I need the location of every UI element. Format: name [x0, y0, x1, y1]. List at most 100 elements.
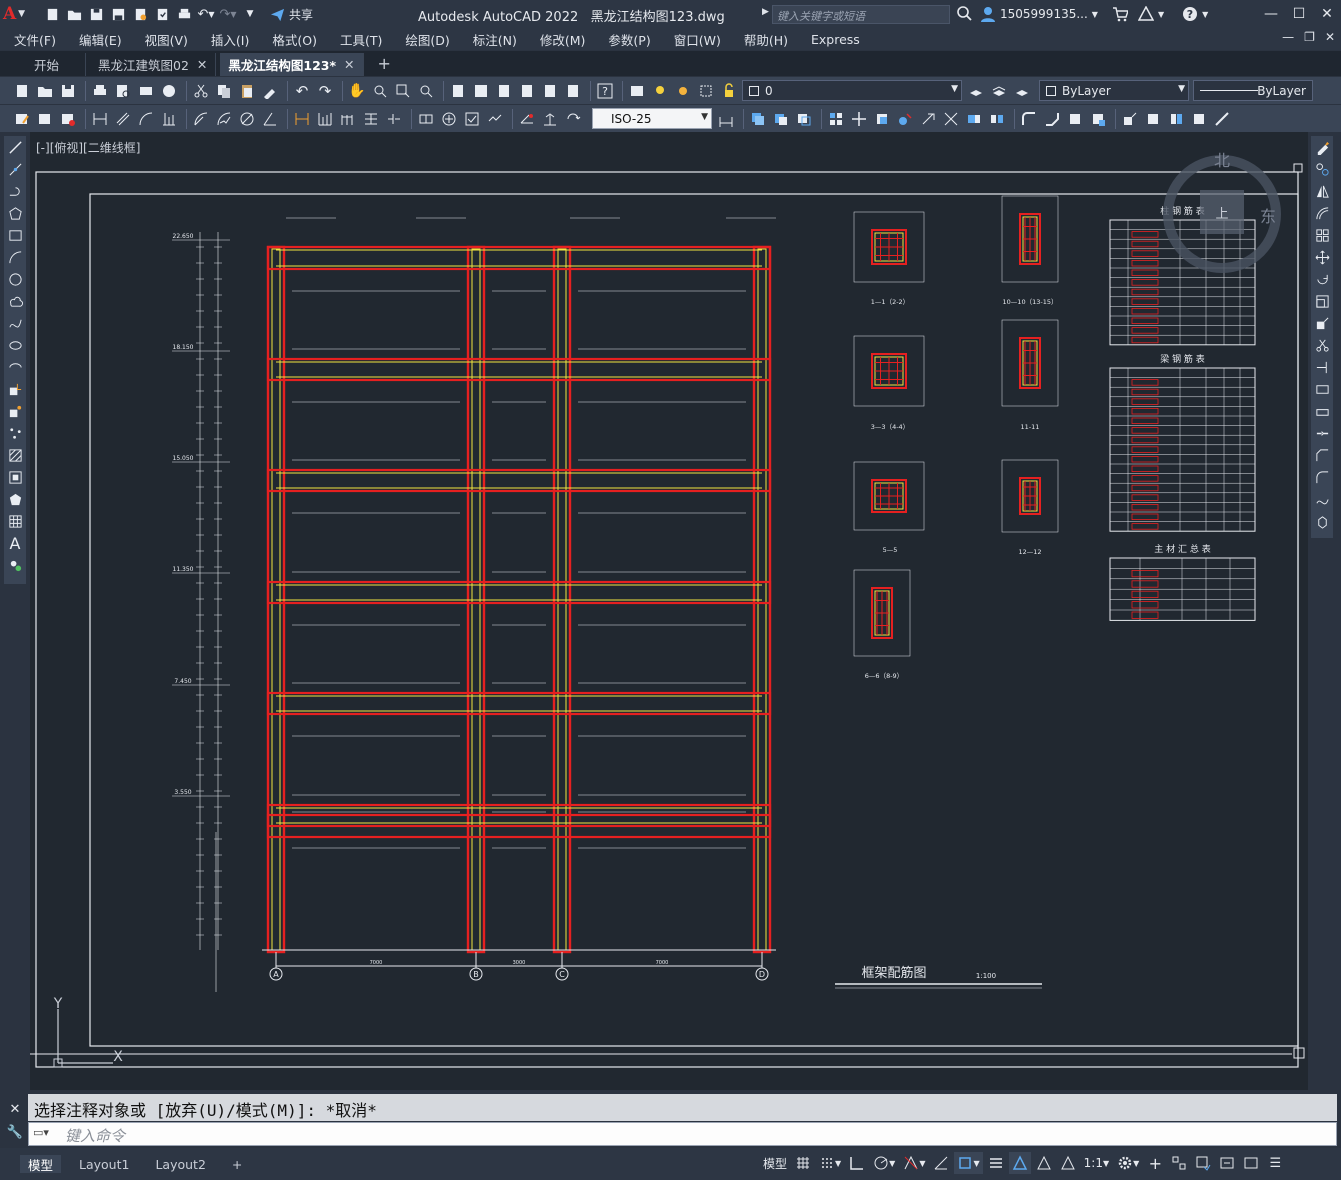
dimension-edit-icon[interactable] — [517, 109, 537, 129]
ellipse-icon[interactable] — [4, 334, 26, 356]
fillet-icon[interactable] — [1065, 109, 1085, 129]
customization-icon[interactable]: ☰ — [1269, 1155, 1282, 1171]
tab-model[interactable]: 模型 — [20, 1155, 62, 1173]
offset-icon[interactable] — [1311, 202, 1333, 224]
annotation-visibility-icon[interactable] — [1008, 1152, 1031, 1174]
aligned-dimension-icon[interactable] — [113, 109, 133, 129]
join-icon[interactable] — [1019, 109, 1039, 129]
edit-array-icon[interactable] — [1212, 109, 1232, 129]
save-to-web-icon[interactable] — [152, 4, 172, 24]
explode-icon[interactable] — [1311, 510, 1333, 532]
menu-view[interactable]: 视图(V) — [144, 32, 188, 48]
construction-line-icon[interactable] — [4, 158, 26, 180]
color-dropdown[interactable]: ByLayer▼ — [1039, 80, 1189, 101]
save-icon[interactable] — [86, 4, 106, 24]
array-icon[interactable] — [1311, 224, 1333, 246]
arc-icon[interactable] — [4, 246, 26, 268]
spline-icon[interactable] — [4, 312, 26, 334]
layer-dropdown[interactable]: 0▼ — [742, 80, 962, 101]
scale-icon[interactable] — [895, 109, 915, 129]
properties-icon[interactable] — [448, 81, 468, 101]
tab-close-icon[interactable]: ✕ — [196, 57, 208, 72]
menu-insert[interactable]: 插入(I) — [210, 32, 250, 48]
copy-icon[interactable] — [214, 81, 234, 101]
clean-screen-icon[interactable] — [1240, 1152, 1262, 1174]
quick-properties-icon[interactable] — [1192, 1152, 1214, 1174]
user-account[interactable]: 1505999135...▼ ▼ ?▼ — [980, 6, 1208, 22]
extend-icon[interactable] — [964, 109, 984, 129]
snap-icon[interactable]: ▼ — [816, 1152, 844, 1174]
3d-dwf-icon[interactable] — [159, 81, 179, 101]
break-icon[interactable] — [1311, 400, 1333, 422]
dimension-style-dropdown[interactable]: ISO-25▼ — [592, 108, 712, 129]
plot-icon[interactable] — [174, 4, 194, 24]
open-file-icon[interactable] — [64, 4, 84, 24]
pan-icon[interactable]: ✋ — [348, 82, 366, 99]
make-current-layer-icon[interactable] — [966, 81, 986, 101]
trim-icon[interactable] — [1311, 334, 1333, 356]
undo-icon[interactable]: ↶ — [295, 81, 309, 100]
search-icon[interactable] — [956, 5, 974, 23]
trim-icon[interactable] — [941, 109, 961, 129]
menu-file[interactable]: 文件(F) — [14, 32, 56, 48]
make-block-icon[interactable] — [4, 400, 26, 422]
hatch-icon[interactable] — [4, 444, 26, 466]
table-icon[interactable] — [4, 510, 26, 532]
linetype-dropdown[interactable]: ByLayer — [1193, 80, 1313, 101]
command-line-handle[interactable]: ✕ 🔧 — [4, 1094, 26, 1146]
menu-dimension[interactable]: 标注(N) — [472, 32, 517, 48]
sheet-set-icon[interactable] — [517, 81, 537, 101]
viewport-controls[interactable]: [-][俯视][二维线框] — [36, 141, 141, 155]
menu-tools[interactable]: 工具(T) — [339, 32, 383, 48]
linear-dimension-icon[interactable] — [90, 109, 110, 129]
add-layout-icon[interactable]: + — [231, 1156, 243, 1172]
minimize-icon[interactable]: — — [1264, 6, 1278, 22]
dimension-space-icon[interactable] — [361, 109, 381, 129]
move-icon[interactable] — [1311, 246, 1333, 268]
rectangle-icon[interactable] — [4, 224, 26, 246]
zoom-window-icon[interactable] — [393, 81, 413, 101]
cut-icon[interactable] — [191, 81, 211, 101]
tab-structure-drawing[interactable]: 黑龙江结构图123*✕ — [220, 53, 364, 76]
break-at-point-icon[interactable] — [1311, 378, 1333, 400]
redo-icon[interactable]: ↷ — [318, 81, 332, 100]
blend-icon[interactable] — [1088, 109, 1108, 129]
graphics-performance-icon[interactable] — [1216, 1152, 1238, 1174]
auto-scale-icon[interactable] — [1033, 1152, 1055, 1174]
search-input[interactable]: 键入关键字或短语 — [772, 5, 950, 24]
polyline-icon[interactable] — [4, 180, 26, 202]
command-input[interactable]: 键入命令 — [28, 1122, 1337, 1146]
share-button[interactable]: 共享 — [270, 6, 313, 23]
menu-window[interactable]: 窗口(W) — [673, 32, 721, 48]
scale-icon[interactable] — [1311, 290, 1333, 312]
help-icon[interactable]: ? — [595, 81, 615, 101]
design-center-icon[interactable] — [471, 81, 491, 101]
open-from-web-icon[interactable] — [130, 4, 150, 24]
baseline-dimension-icon[interactable] — [315, 109, 335, 129]
offset-icon[interactable] — [794, 109, 814, 129]
customize-dropdown-icon[interactable]: ▼ — [246, 9, 254, 19]
polar-icon[interactable]: ▼ — [870, 1152, 898, 1174]
ortho-icon[interactable] — [846, 1152, 868, 1174]
line-icon[interactable] — [4, 136, 26, 158]
multi-leader-icon[interactable] — [58, 109, 78, 129]
dimension-style-icon[interactable] — [716, 109, 736, 129]
autocad-logo[interactable]: A▼ — [2, 4, 26, 24]
dimension-update-icon[interactable] — [563, 109, 583, 129]
explode-icon[interactable] — [1120, 109, 1140, 129]
chamfer-icon[interactable] — [1042, 109, 1062, 129]
revision-cloud-icon[interactable] — [4, 290, 26, 312]
ordinate-dimension-icon[interactable] — [159, 109, 179, 129]
open-icon[interactable] — [35, 81, 55, 101]
save-as-icon[interactable] — [108, 4, 128, 24]
calculator-icon[interactable] — [563, 81, 583, 101]
edit-hatch-icon[interactable] — [1189, 109, 1209, 129]
continue-dimension-icon[interactable] — [338, 109, 358, 129]
circle-icon[interactable] — [4, 268, 26, 290]
polygon-icon[interactable] — [4, 202, 26, 224]
drawing-minimize-icon[interactable]: — — [1282, 30, 1295, 44]
search-expand-icon[interactable]: ▶ — [762, 7, 769, 17]
isodraft-icon[interactable]: ▼ — [900, 1152, 928, 1174]
